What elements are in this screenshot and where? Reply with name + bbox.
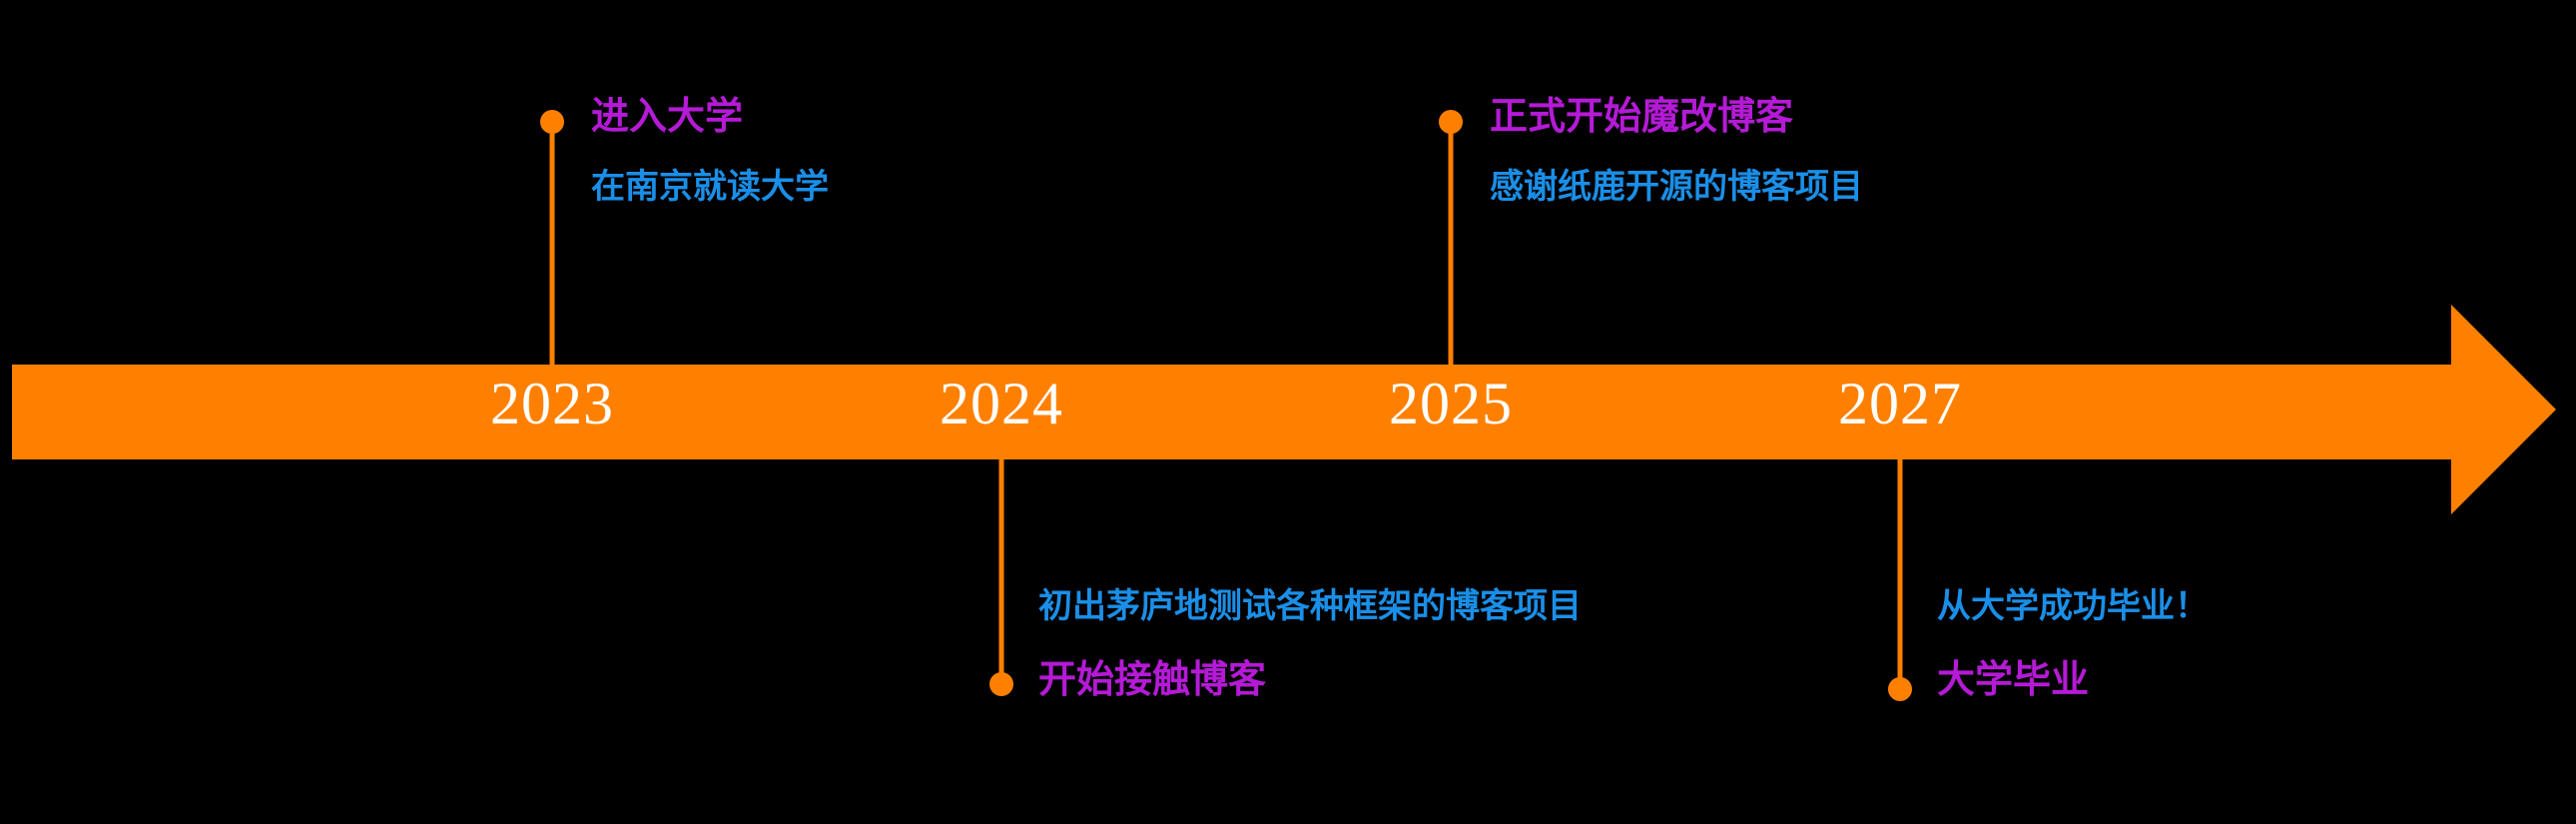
event-description-2023: 在南京就读大学 (591, 168, 829, 206)
arrow-polygon (12, 305, 2556, 514)
connector-stem-2023 (549, 122, 555, 365)
connector-stem-2024 (998, 459, 1004, 684)
event-block-2024: 初出茅庐地测试各种框架的博客项目 开始接触博客 (1038, 589, 1817, 719)
event-title-2023: 进入大学 (591, 96, 744, 138)
year-label-2023: 2023 (490, 371, 614, 436)
year-label-2024: 2024 (940, 371, 1063, 436)
event-title-2025: 正式开始魔改博客 (1490, 96, 1794, 138)
event-description-2025: 感谢纸鹿开源的博客项目 (1490, 168, 1863, 206)
event-description-2024: 初出茅庐地测试各种框架的博客项目 (1038, 587, 1582, 625)
connector-dot-2024[interactable] (989, 672, 1013, 696)
event-title-2027: 大学毕业 (1937, 659, 2090, 701)
event-block-2027: 从大学成功毕业！ 大学毕业 (1937, 589, 2386, 719)
event-title-2024: 开始接触博客 (1038, 659, 1267, 701)
event-description-2027: 从大学成功毕业！ (1937, 587, 2209, 625)
event-block-2025: 正式开始魔改博客 感谢纸鹿开源的博客项目 (1490, 98, 2209, 228)
connector-stem-2027 (1897, 459, 1903, 689)
connector-stem-2025 (1448, 122, 1454, 365)
connector-dot-2025[interactable] (1439, 110, 1463, 134)
year-label-2027: 2027 (1838, 371, 1962, 436)
event-block-2023: 进入大学 在南京就读大学 (591, 98, 1210, 228)
connector-dot-2023[interactable] (540, 110, 564, 134)
year-label-2025: 2025 (1389, 371, 1513, 436)
connector-dot-2027[interactable] (1888, 677, 1912, 701)
